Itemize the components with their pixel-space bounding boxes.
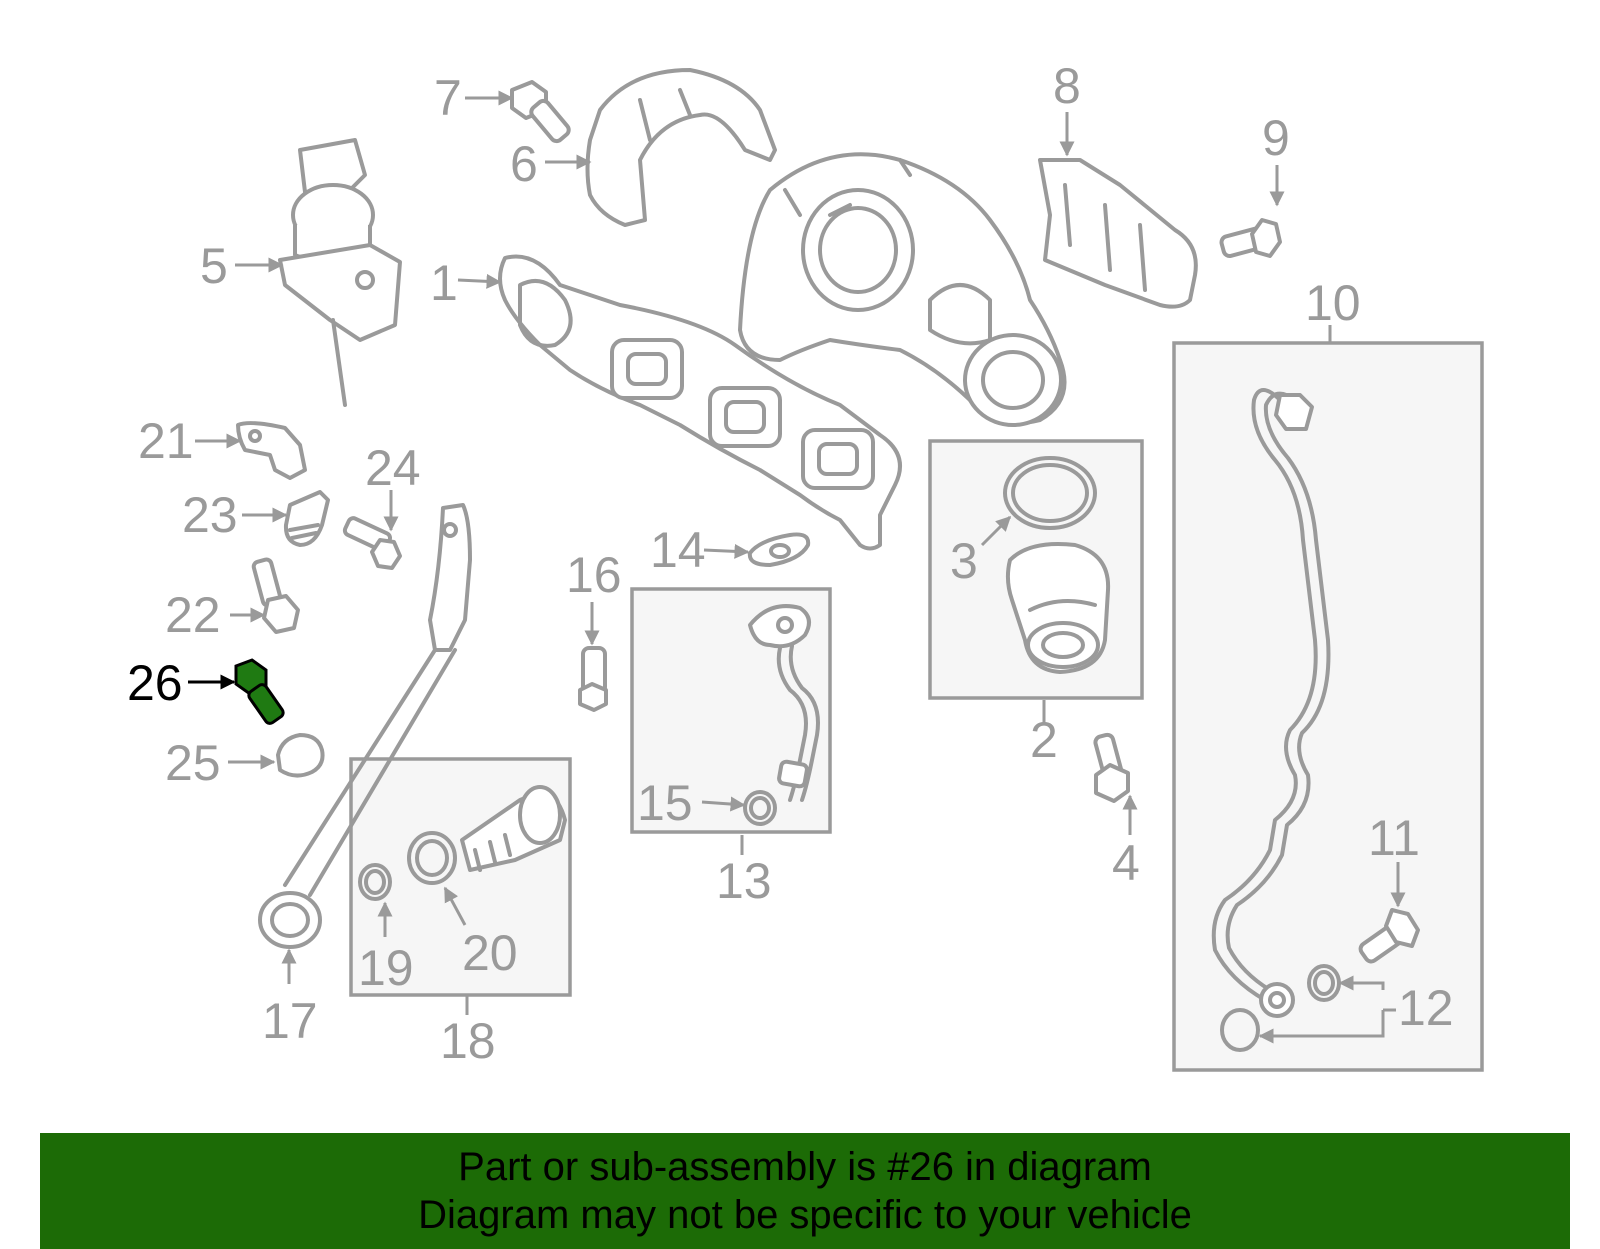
callout-12: 12 [1398, 980, 1454, 1036]
caption-line-2: Diagram may not be specific to your vehi… [418, 1193, 1192, 1237]
callout-26-highlighted[interactable]: 26 [127, 655, 183, 711]
part-5-actuator-drawing [278, 138, 402, 407]
part-9-bolt-drawing [1219, 218, 1282, 259]
part-1-turbocharger-drawing [498, 152, 1067, 551]
callout-11: 11 [1368, 810, 1420, 866]
callout-22: 22 [165, 587, 221, 643]
callout-10: 10 [1305, 275, 1361, 331]
callout-18: 18 [440, 1013, 496, 1069]
callout-17: 17 [262, 993, 318, 1049]
part-21-clamp-drawing [236, 421, 307, 480]
callout-8: 8 [1053, 58, 1081, 114]
part-2-outlet-elbow-drawing [1005, 542, 1111, 674]
callout-5: 5 [200, 238, 228, 294]
callout-9: 9 [1262, 110, 1290, 166]
callout-3: 3 [950, 533, 978, 589]
part-10-oil-line-drawing [1211, 388, 1331, 1018]
callout-7: 7 [434, 70, 462, 126]
part-26-bolt-highlighted[interactable] [234, 658, 285, 725]
part-6-heat-shield-drawing [585, 68, 777, 227]
box-part-10 [1172, 341, 1484, 1072]
part-19-washer-drawing [358, 863, 392, 901]
part-13-return-line-drawing [748, 604, 820, 802]
callout-19: 19 [358, 940, 414, 996]
callout-13: 13 [716, 853, 772, 909]
part-25-clip-drawing [276, 733, 325, 778]
part-7-bolt-drawing [510, 80, 571, 144]
callout-14: 14 [650, 522, 706, 578]
part-11-banjo-bolt-drawing [1358, 908, 1420, 964]
caption-line-1: Part or sub-assembly is #26 in diagram [458, 1145, 1152, 1189]
leader-lines [188, 90, 1406, 1044]
callout-25: 25 [165, 735, 221, 791]
part-18-fitting-drawing [460, 785, 567, 872]
part-14-gasket-drawing [747, 532, 811, 567]
part-4-bolt-drawing [1093, 732, 1130, 803]
part-23-clip-drawing [283, 490, 330, 547]
part-24-bolt-drawing [342, 516, 402, 570]
callout-20: 20 [462, 925, 518, 981]
part-17-support-rod-drawing [258, 503, 472, 949]
callout-23: 23 [182, 487, 238, 543]
callout-16: 16 [566, 547, 622, 603]
callout-15: 15 [637, 775, 693, 831]
part-8-bracket-drawing [1038, 158, 1198, 309]
part-3-gasket-drawing [1003, 456, 1097, 530]
callout-2: 2 [1030, 712, 1058, 768]
callout-4: 4 [1112, 835, 1140, 891]
callout-6: 6 [510, 136, 538, 192]
caption-banner: Part or sub-assembly is #26 in diagram D… [40, 1133, 1570, 1249]
part-16-bolt-drawing [578, 646, 608, 712]
part-20-washer-drawing [407, 831, 457, 885]
callout-21: 21 [138, 413, 194, 469]
callout-24: 24 [365, 440, 421, 496]
callout-1: 1 [430, 255, 458, 311]
part-22-bolt-drawing [251, 557, 300, 634]
